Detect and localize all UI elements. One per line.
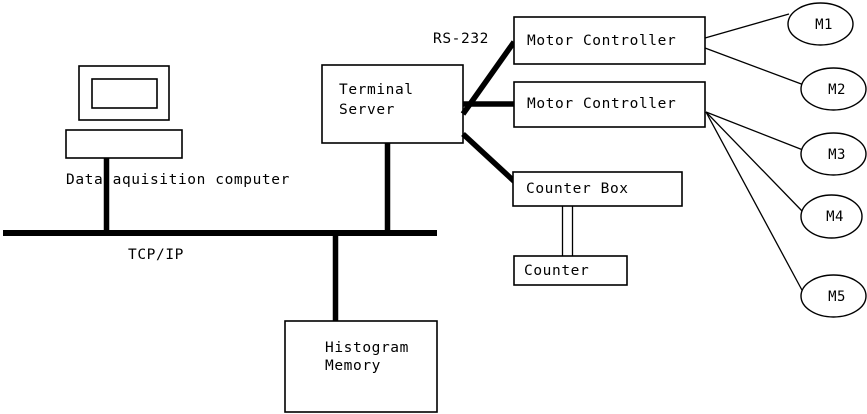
counter-box-box	[512, 171, 683, 207]
counter-label: Counter	[524, 263, 589, 279]
terminal-server-box	[321, 64, 464, 144]
link-motor-controller-2-to-m4	[705, 111, 804, 213]
histogram-memory-label-line1: Histogram	[325, 340, 409, 356]
motor-controller-2-label: Motor Controller	[527, 96, 676, 112]
link-motor-controller-2-to-m5	[705, 111, 804, 293]
counter-box	[513, 255, 628, 286]
link-motor-controller-1-to-m1	[704, 13, 790, 39]
link-motor-controller-2-to-m3	[705, 111, 804, 151]
motor-label-m4: M4	[826, 209, 844, 225]
motor-label-m2: M2	[828, 82, 846, 98]
computer-base-unit	[65, 129, 183, 159]
motor-controller-1-box	[513, 16, 706, 65]
motor-ellipse-m2	[800, 67, 867, 111]
terminal-server-label-line1: Terminal	[339, 82, 414, 98]
motor-label-m5: M5	[828, 289, 846, 305]
histogram-memory-label-line2: Memory	[325, 358, 381, 374]
terminal-server-label-line2: Server	[339, 102, 395, 118]
rs232-link-label: RS-232	[433, 31, 489, 47]
motor-ellipse-m3	[800, 132, 867, 176]
motor-ellipse-m4	[800, 194, 863, 239]
motor-label-m3: M3	[828, 147, 846, 163]
counter-box-label: Counter Box	[526, 181, 629, 197]
motor-label-m1: M1	[815, 17, 833, 33]
motor-ellipse-m1	[787, 2, 854, 46]
data-acquisition-computer-label: Data aquisition computer	[66, 172, 290, 188]
motor-controller-2-box	[513, 81, 706, 128]
motor-ellipse-m5	[800, 274, 867, 318]
tcpip-link-label: TCP/IP	[128, 247, 184, 263]
computer-monitor-screen	[91, 78, 158, 109]
histogram-memory-box	[284, 320, 438, 413]
link-motor-controller-1-to-m2	[704, 47, 805, 86]
motor-controller-1-label: Motor Controller	[527, 33, 676, 49]
link-terminal-server-to-counter-box	[461, 131, 518, 186]
